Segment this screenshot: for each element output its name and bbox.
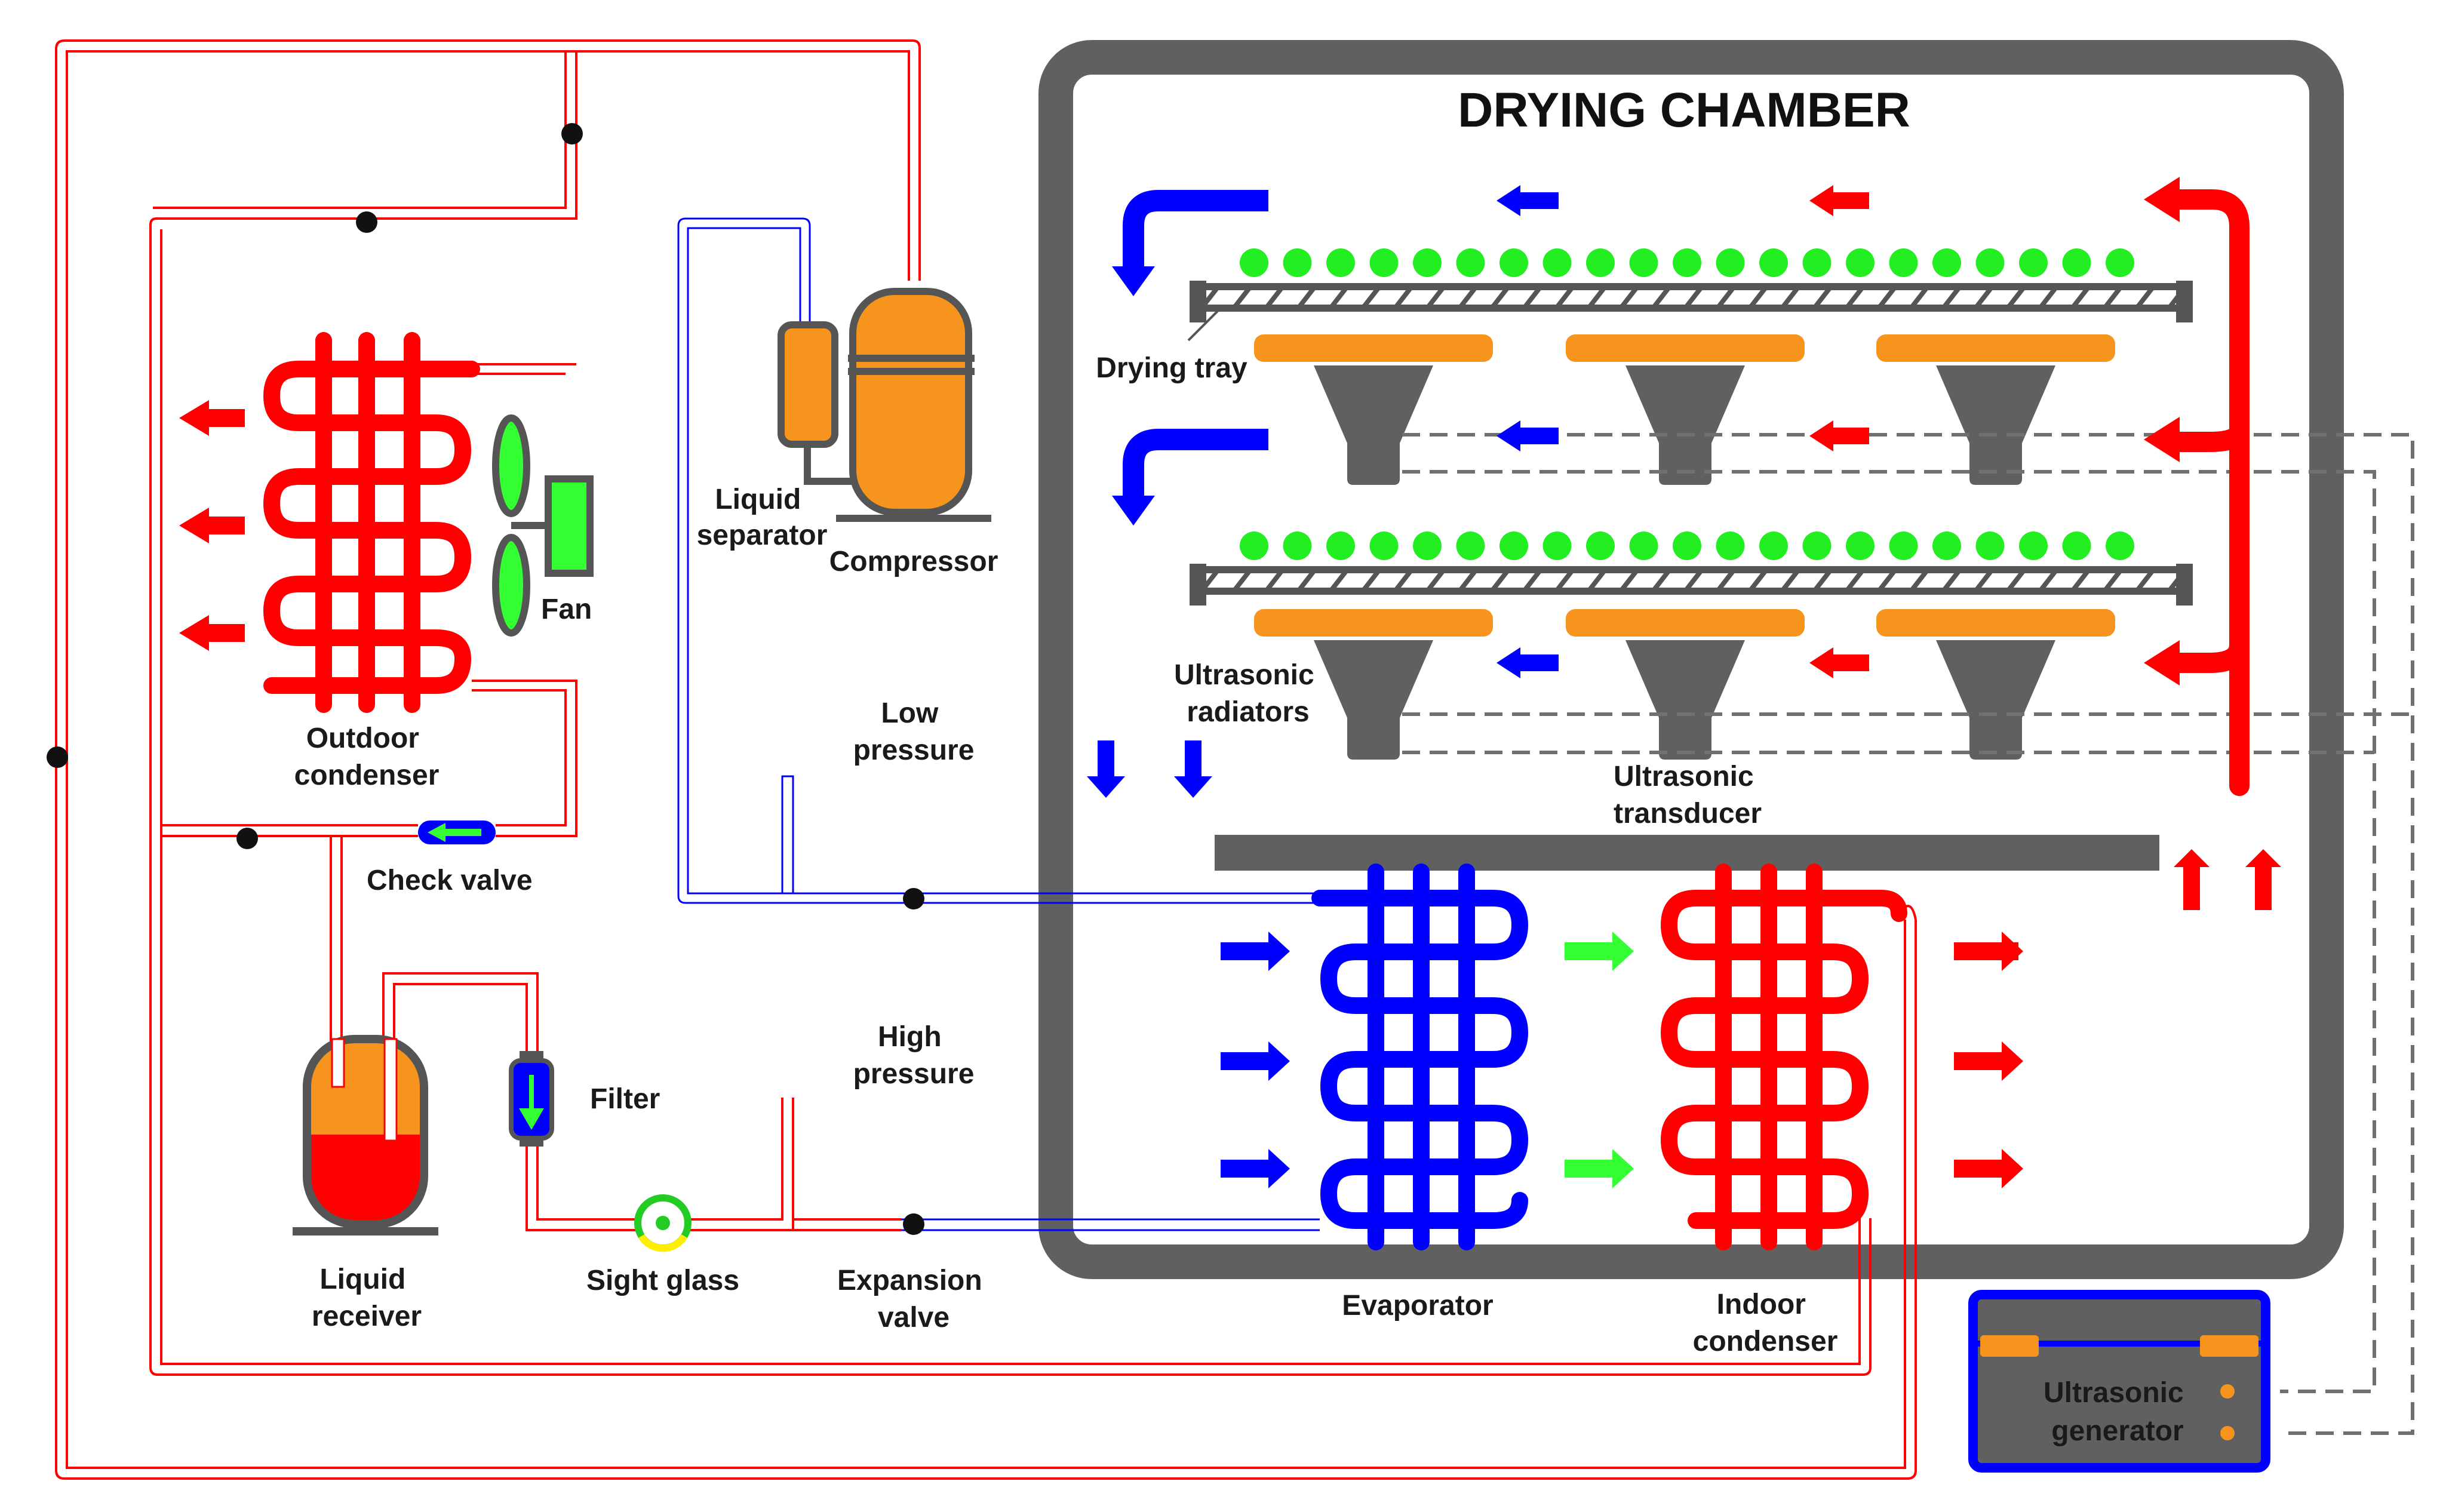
- product-item: [1240, 531, 1268, 560]
- low-pressure-label: Low pressure: [853, 697, 975, 766]
- product-item: [2019, 531, 2048, 560]
- drying-products: [1240, 248, 2134, 560]
- product-item: [1456, 531, 1485, 560]
- liquid-receiver-label: Liquid receiver: [312, 1264, 422, 1332]
- product-item: [2062, 531, 2091, 560]
- product-item: [1326, 531, 1355, 560]
- product-item: [1759, 248, 1788, 277]
- expansion-valve-label: Expansion valve: [837, 1265, 990, 1333]
- evaporator-coil: [1311, 863, 1529, 1250]
- product-item: [1586, 531, 1615, 560]
- sight-glass-icon: [634, 1194, 692, 1252]
- ultrasonic-radiator: [1566, 609, 1805, 760]
- indoor-condenser-coil: [1660, 863, 1907, 1250]
- product-item: [1326, 248, 1355, 277]
- ultrasonic-radiator: [1876, 609, 2115, 760]
- fan-icon: [492, 414, 594, 637]
- sight-glass-label: Sight glass: [586, 1265, 739, 1296]
- product-item: [1542, 531, 1572, 560]
- product-item: [1716, 248, 1745, 277]
- product-item: [1846, 531, 1875, 560]
- ultrasonic-radiators: [1254, 334, 2115, 760]
- hot-refrigerant-pipes: [55, 39, 1917, 1480]
- ultrasonic-radiator: [1566, 334, 1805, 485]
- compressor-icon: [836, 288, 991, 522]
- product-item: [2019, 248, 2048, 277]
- product-item: [1846, 248, 1875, 277]
- product-item: [1586, 248, 1615, 277]
- ultrasonic-transducer-plate: [1215, 835, 2159, 871]
- product-item: [1629, 531, 1658, 560]
- outdoor-condenser-coil: [263, 332, 480, 713]
- arrow-icon: [1565, 932, 1634, 1188]
- fan-label: Fan: [541, 594, 592, 625]
- product-item: [1283, 248, 1312, 277]
- drying-tray-lower: [1190, 564, 2193, 606]
- filter-label: Filter: [590, 1083, 660, 1115]
- ultrasonic-generator: [1968, 1290, 2270, 1473]
- arrow-icon: [1112, 266, 1155, 525]
- product-item: [1759, 531, 1788, 560]
- ultrasonic-radiator: [1254, 609, 1493, 760]
- arrow-icon: [1087, 185, 1559, 1188]
- liquid-separator-label: Liquid separator: [697, 484, 828, 551]
- product-item: [1889, 248, 1918, 277]
- chamber-title: DRYING CHAMBER: [1458, 83, 1910, 137]
- product-item: [1499, 248, 1528, 277]
- arrow-icon: [1123, 190, 1268, 496]
- drying-tray-upper: [1190, 281, 2193, 322]
- ultrasonic-radiator: [1254, 334, 1493, 485]
- ultrasonic-transducer-label: Ultrasonic transducer: [1614, 761, 1762, 829]
- indoor-condenser-label: Indoor condenser: [1693, 1289, 1838, 1357]
- product-item: [2062, 248, 2091, 277]
- ultrasonic-generator-label: Ultrasonic generator: [2044, 1377, 2192, 1447]
- product-item: [1413, 248, 1442, 277]
- hot-air-duct: [2164, 189, 2250, 796]
- filter-icon: [509, 1051, 554, 1147]
- ultrasonic-radiator: [1876, 334, 2115, 485]
- liquid-receiver: [293, 1035, 438, 1236]
- check-valve-label: Check valve: [367, 865, 533, 896]
- product-item: [1413, 531, 1442, 560]
- evaporator-label: Evaporator: [1342, 1290, 1493, 1322]
- product-item: [2106, 531, 2134, 560]
- product-item: [1932, 531, 1961, 560]
- product-item: [1889, 531, 1918, 560]
- arrow-icon: [179, 400, 245, 651]
- arrow-icon: [1809, 177, 2281, 1188]
- product-item: [1240, 248, 1268, 277]
- product-item: [1283, 531, 1312, 560]
- product-item: [1673, 531, 1701, 560]
- product-item: [1629, 248, 1658, 277]
- product-item: [1369, 531, 1399, 560]
- drying-chamber-wall: [1038, 40, 2344, 1279]
- product-item: [1975, 248, 2005, 277]
- product-item: [1716, 531, 1745, 560]
- drying-tray-label: Drying tray: [1096, 352, 1247, 384]
- compressor-label: Compressor: [829, 546, 998, 577]
- product-item: [1975, 531, 2005, 560]
- cold-refrigerant-pipes: [677, 217, 1320, 1231]
- product-item: [1499, 531, 1528, 560]
- junction-dot-icon: [47, 123, 924, 1235]
- ultrasonic-radiators-label: Ultrasonic radiators: [1174, 659, 1322, 728]
- outdoor-condenser-label: Outdoor condenser: [294, 723, 440, 791]
- liquid-separator: [778, 321, 860, 485]
- product-item: [1932, 248, 1961, 277]
- product-item: [1673, 248, 1701, 277]
- product-item: [1369, 248, 1399, 277]
- check-valve-icon: [418, 820, 496, 844]
- product-item: [1802, 531, 1832, 560]
- product-item: [1542, 248, 1572, 277]
- high-pressure-label: High pressure: [853, 1021, 975, 1090]
- product-item: [1456, 248, 1485, 277]
- product-item: [1802, 248, 1832, 277]
- product-item: [2106, 248, 2134, 277]
